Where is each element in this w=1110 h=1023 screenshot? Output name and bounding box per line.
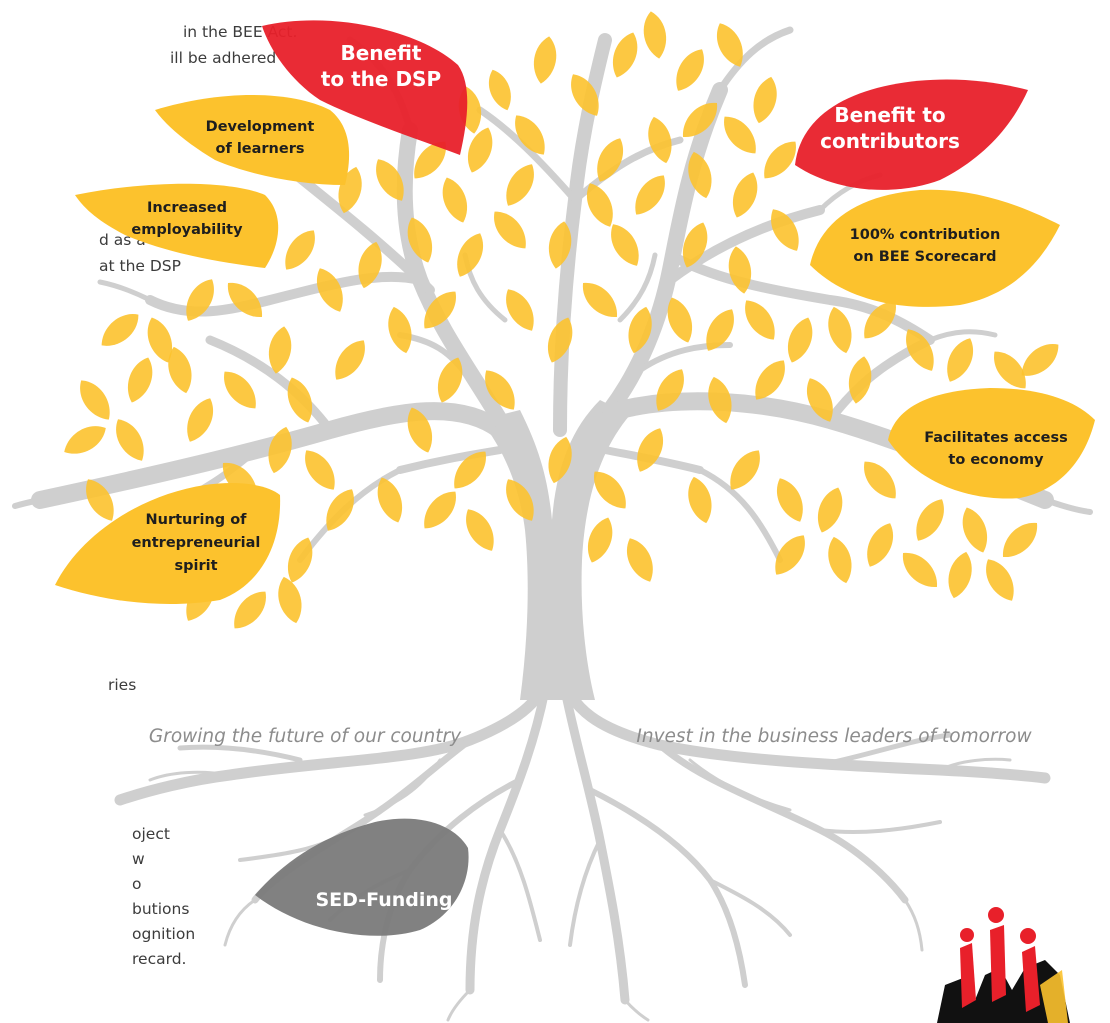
leaf-facilitates-access: Facilitates access to economy: [888, 388, 1095, 499]
side-text-line-6: oject: [132, 825, 170, 843]
tree-roots: [114, 654, 1051, 1022]
side-text-line-10: ognition: [132, 925, 196, 943]
side-text-line-5: ries: [108, 676, 137, 694]
leaf-benefit-dsp-line-1: Benefit: [341, 41, 422, 65]
leaf-increased-employability: Increased employability: [75, 183, 279, 268]
tagline-right: Invest in the business leaders of tomorr…: [636, 726, 1032, 747]
tree-trunk: [480, 400, 630, 700]
leaf-sed-funding: SED-Funding: [255, 818, 469, 936]
leaf-benefit-dsp: Benefit to the DSP: [262, 20, 468, 156]
leaf-contribution-scorecard-line-2: on BEE Scorecard: [853, 249, 996, 265]
side-text-line-11: recard.: [132, 950, 187, 968]
leaf-increased-employability-line-2: employability: [131, 222, 243, 238]
leaf-development-learners-line-2: of learners: [216, 141, 305, 157]
leaf-contribution-scorecard-line-1: 100% contribution: [850, 227, 1001, 243]
side-text-line-2: ill be adhered: [170, 49, 277, 67]
leaf-development-learners: Development of learners: [155, 95, 350, 185]
leaf-benefit-contributors: Benefit to contributors: [795, 79, 1028, 190]
leaf-facilitates-access-line-2: to economy: [948, 452, 1044, 468]
logo-figures: [937, 907, 1070, 1023]
leaf-contribution-scorecard: 100% contribution on BEE Scorecard: [810, 189, 1060, 307]
side-text-line-7: w: [132, 850, 145, 868]
leaf-benefit-contributors-line-2: contributors: [820, 129, 960, 153]
leaf-sed-funding-label: SED-Funding: [316, 889, 453, 911]
leaf-benefit-dsp-line-2: to the DSP: [321, 67, 441, 91]
leaf-nurturing-spirit: Nurturing of entrepreneurial spirit: [55, 483, 281, 605]
leaf-development-learners-line-1: Development: [206, 119, 315, 135]
leaf-nurturing-spirit-line-1: Nurturing of: [145, 512, 247, 528]
leaf-nurturing-spirit-line-2: entrepreneurial: [132, 535, 261, 551]
leaf-nurturing-spirit-line-3: spirit: [174, 558, 217, 574]
side-text-line-9: butions: [132, 900, 190, 918]
tagline-left: Growing the future of our country: [149, 726, 462, 747]
side-text-line-4: at the DSP: [99, 257, 181, 275]
side-text-line-8: o: [132, 875, 142, 893]
leaf-benefit-contributors-line-1: Benefit to: [834, 103, 945, 127]
leaf-increased-employability-line-1: Increased: [147, 200, 227, 216]
leaf-facilitates-access-line-1: Facilitates access: [924, 430, 1068, 446]
